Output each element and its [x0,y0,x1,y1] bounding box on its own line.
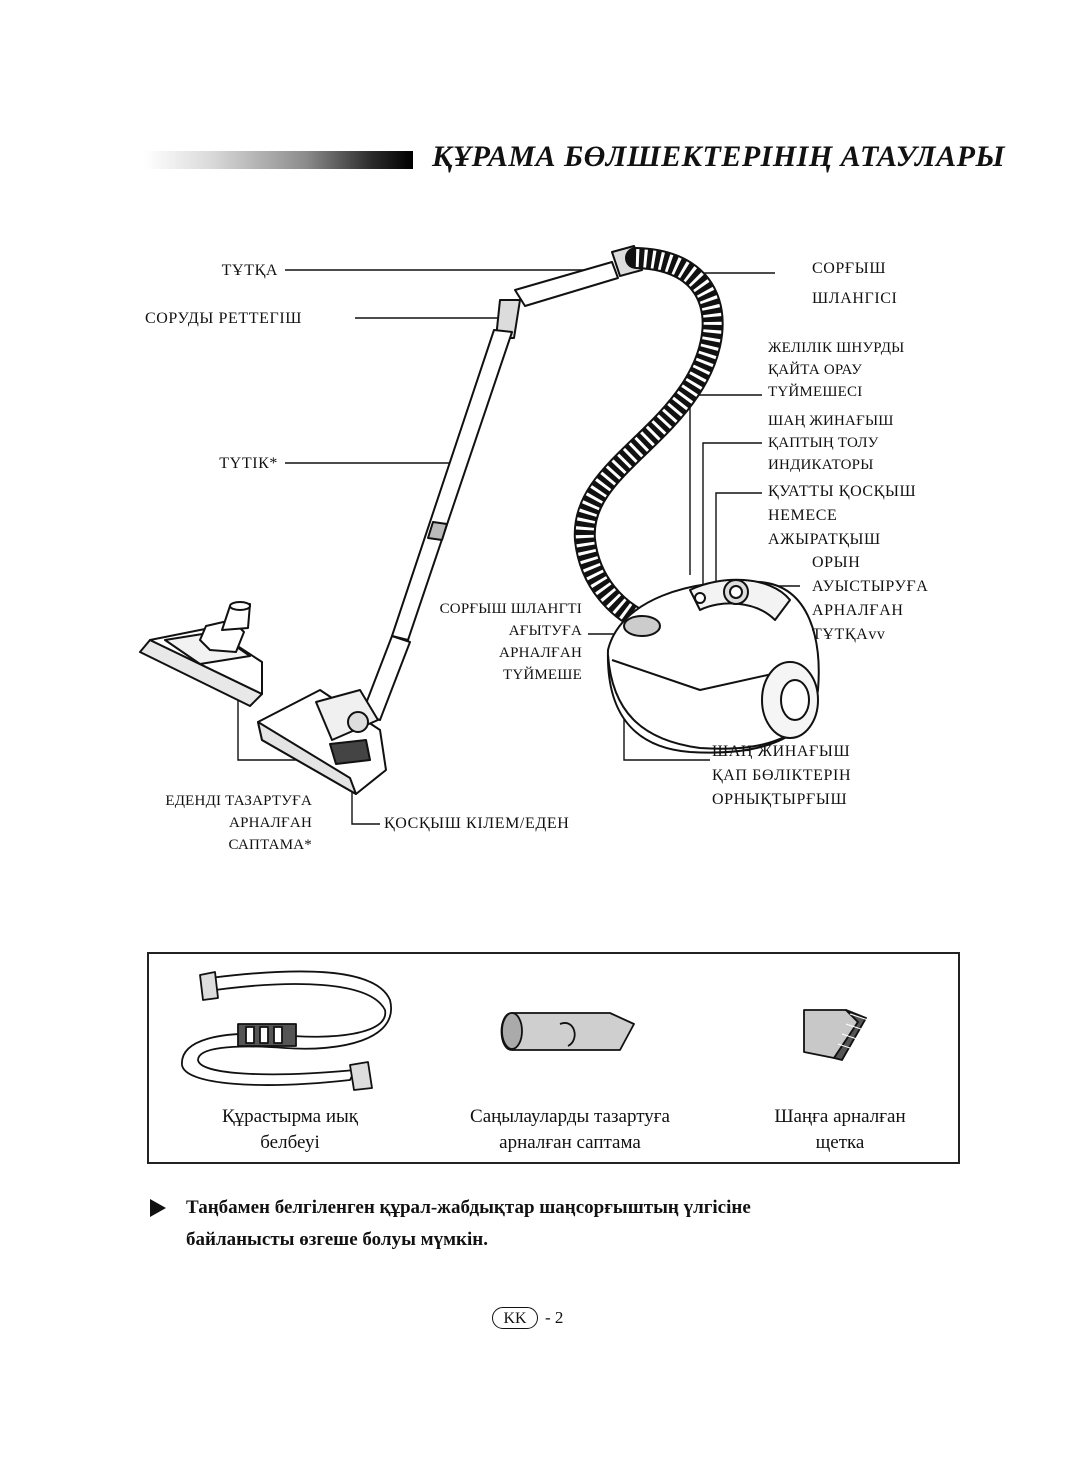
label-handle: ТҰТҚА [221,262,278,279]
label-hose-release-button: СОРҒЫШ ШЛАНГТІ АҒЫТУҒА АРНАЛҒАН ТҮЙМЕШЕ [439,601,582,683]
title-gradient-bar [145,151,413,169]
label-suction-hose: СОРҒЫШ ШЛАНГІСІ [812,260,898,307]
label-floor-nozzle: ЕДЕНДІ ТАЗАРТУҒА АРНАЛҒАН САПТАМА* [165,793,312,853]
accessory-caption-belt: Құрастырма иық белбеуі [221,1106,359,1153]
note-arrow-icon [150,1199,166,1217]
page-title: ҚҰРАМА БӨЛШЕКТЕРІНІҢ АТАУЛАРЫ [432,140,1006,173]
label-carry-handle: ОРЫН АУЫСТЫРУҒА АРНАЛҒАН ТҰТҚАvv [812,554,929,643]
label-carpet-floor-switch: ҚОСҚЫШ КІЛЕМ/ЕДЕН [384,815,570,832]
dust-brush-icon [803,1009,869,1061]
label-power-switch: ҚУАТТЫ ҚОСҚЫШ НЕМЕСЕ АЖЫРАТҚЫШ [768,483,917,548]
crevice-tool-icon [500,1012,635,1051]
label-pipe: ТҮТІК* [219,455,278,472]
model-note: Таңбамен белгіленген құрал-жабдықтар шаң… [186,1197,751,1250]
label-bag-full-indicator: ШАҢ ЖИНАҒЫШ ҚАПТЫҢ ТОЛУ ИНДИКАТОРЫ [768,413,894,473]
language-badge: KK [492,1307,538,1329]
belt-icon [181,970,392,1091]
accessory-caption-crevice-tool: Саңылауларды тазартуға арналған саптама [470,1106,670,1153]
page-number: - 2 [545,1308,564,1327]
label-bag-holder: ШАҢ ЖИНАҒЫШ ҚАП БӨЛІКТЕРІН ОРНЫҚТЫРҒЫШ [712,743,852,808]
accessories-box [147,952,960,1164]
accessory-caption-dust-brush: Шаңға арналған щетка [774,1106,906,1153]
label-suction-regulator: СОРУДЫ РЕТТЕГІШ [145,310,303,327]
label-cord-rewind-button: ЖЕЛІЛІК ШНУРДЫ ҚАЙТА ОРАУ ТҮЙМЕШЕСІ [768,340,905,400]
